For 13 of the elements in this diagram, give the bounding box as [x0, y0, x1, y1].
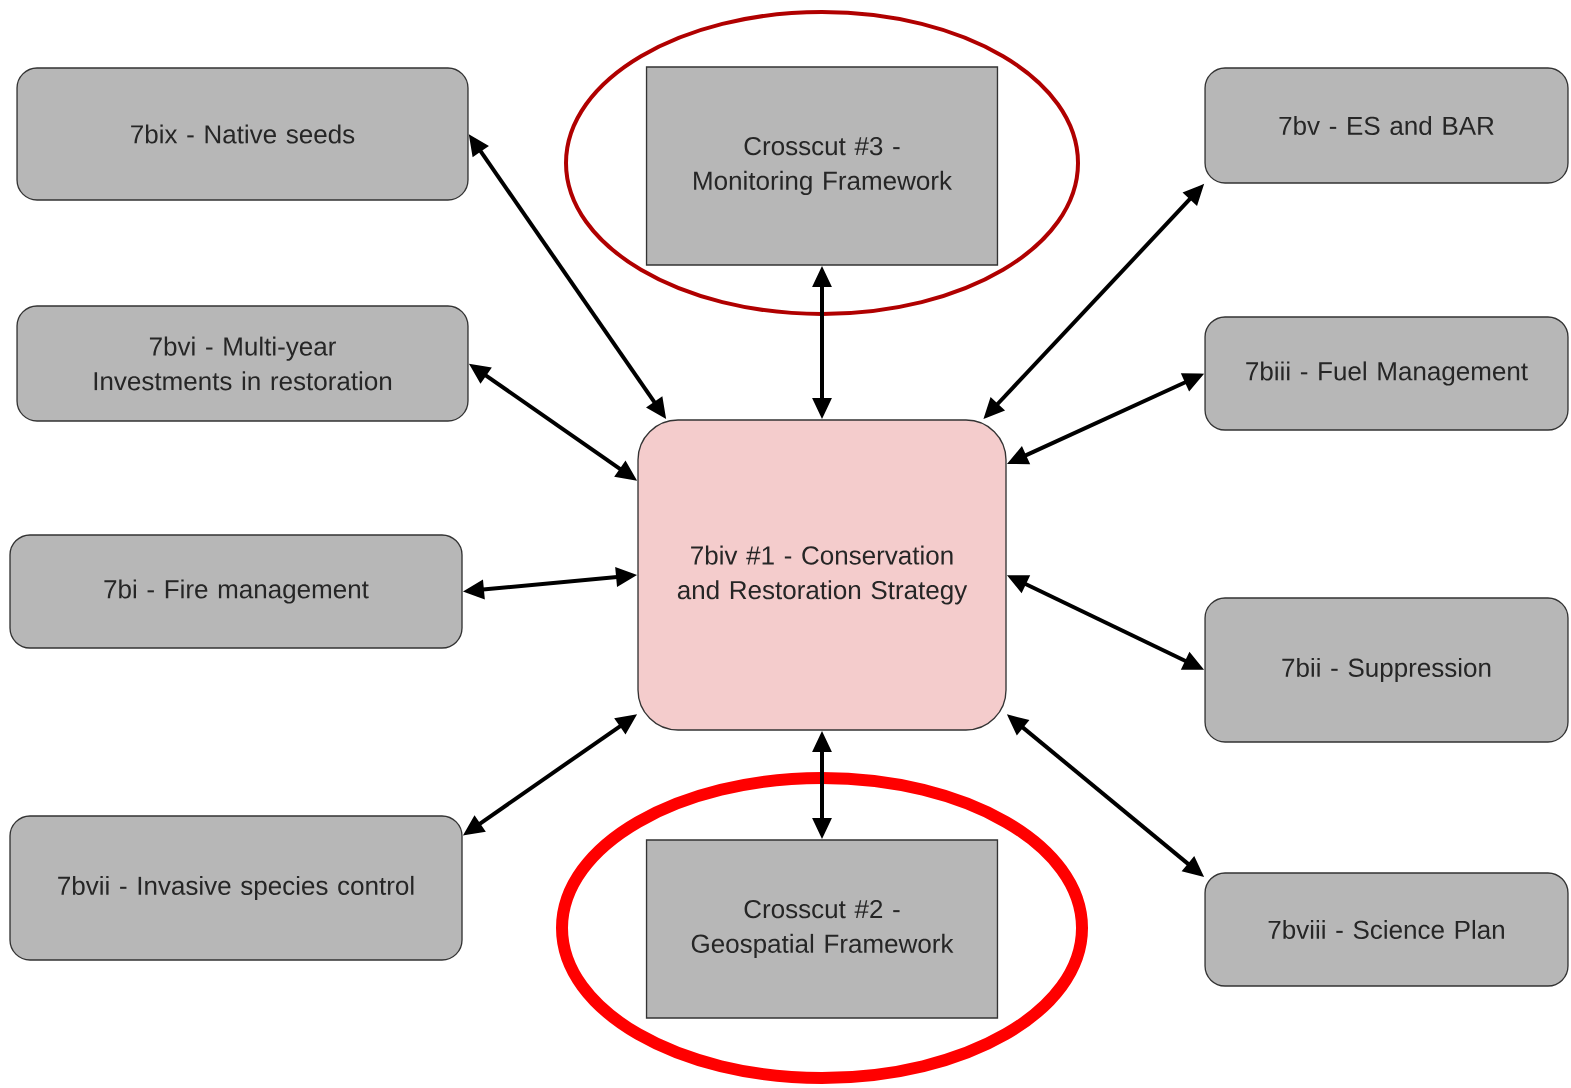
process-box: 7bvii - Invasive species control: [9, 815, 463, 961]
highlight-ellipse: [556, 772, 1088, 1084]
process-box: 7bviii - Science Plan: [1204, 872, 1569, 987]
process-box: 7bv - ES and BAR: [1204, 67, 1569, 184]
process-box: 7biii - Fuel Management: [1204, 316, 1569, 431]
central-box: 7biv #1 - Conservation and Restoration Strategy: [637, 419, 1007, 731]
crosscut-box: Crosscut #2 - Geospatial Framework: [645, 839, 999, 1019]
process-box: 7bi - Fire management: [9, 534, 463, 649]
process-box: 7bii - Suppression: [1204, 597, 1569, 743]
crosscut-box: Crosscut #3 - Monitoring Framework: [645, 66, 999, 266]
highlight-ellipse: [564, 10, 1080, 316]
process-box: 7bvi - Multi-year Investments in restoration: [16, 305, 469, 422]
process-box: 7bix - Native seeds: [16, 67, 469, 201]
